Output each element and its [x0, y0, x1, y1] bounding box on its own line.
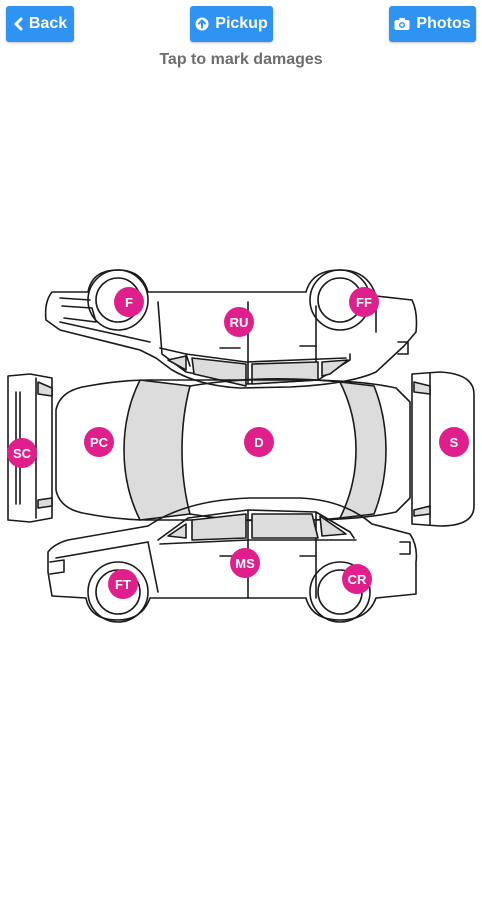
marker-pc[interactable]: PC — [84, 427, 114, 457]
back-button-label: Back — [28, 15, 68, 32]
photos-button-label: Photos — [416, 15, 471, 32]
marker-s[interactable]: S — [439, 427, 469, 457]
arrow-circle-up-icon — [195, 17, 209, 31]
marker-cr[interactable]: CR — [342, 564, 372, 594]
marker-ru[interactable]: RU — [224, 307, 254, 337]
marker-d[interactable]: D — [244, 427, 274, 457]
back-button[interactable]: Back — [6, 6, 74, 42]
chevron-left-icon — [13, 17, 23, 31]
photos-button[interactable]: Photos — [389, 6, 476, 42]
car-side-bottom-view — [47, 497, 418, 623]
marker-sc[interactable]: SC — [7, 438, 37, 468]
marker-ms[interactable]: MS — [230, 548, 260, 578]
marker-ff[interactable]: FF — [349, 287, 379, 317]
marker-ft[interactable]: FT — [108, 569, 138, 599]
marker-f[interactable]: F — [114, 287, 144, 317]
camera-icon — [394, 17, 410, 31]
car-damage-diagram[interactable] — [0, 262, 482, 632]
pickup-button-label: Pickup — [215, 15, 268, 32]
pickup-button[interactable]: Pickup — [190, 6, 273, 42]
instruction-text: Tap to mark damages — [159, 51, 323, 68]
car-top-view — [7, 371, 475, 527]
